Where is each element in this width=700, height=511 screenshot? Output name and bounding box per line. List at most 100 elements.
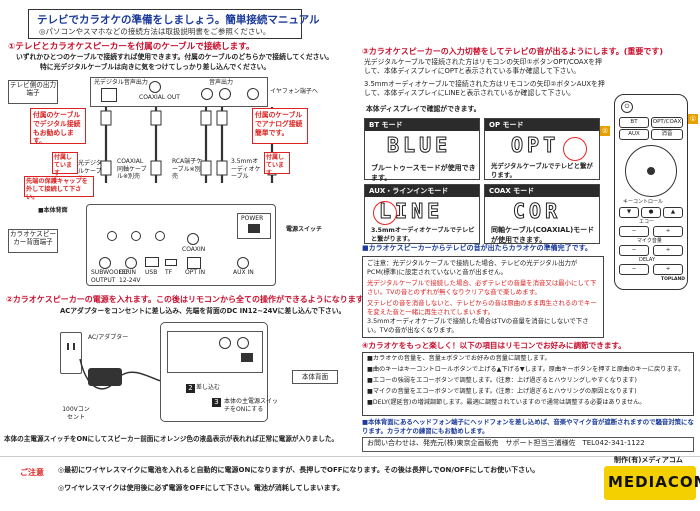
headphone-note: ■本体背面にあるヘッドフォン端子にヘッドフォンを差し込めば、音楽やマイク音が遮断… [362,418,694,435]
delay-label: DELAY [639,257,655,263]
outlet-slot-left [67,343,69,350]
tf-slot [165,259,177,266]
delay-down-button[interactable]: − [619,264,649,275]
section3-bullet1: 光デジタルケーブルで接続された方はリモコンの矢印①ボタンOPT/COAXを押して… [364,58,602,76]
knob-3 [155,231,165,241]
coax-mode-header: COAX モード [485,185,599,197]
opt-mode-caption: 光デジタルケーブルでテレビと繋がります。 [491,162,593,179]
main-power-switch[interactable] [241,353,253,362]
section1-desc2: 特に光デジタルケーブルは向きに気をつけてしっかり差し込んでください。 [40,63,271,71]
port-coaxin-label: COAXIN [182,246,206,253]
back-port-b [237,337,249,349]
page-title: テレビでカラオケの準備をしましょう。簡単接続マニュアル [37,14,320,26]
mic-up-button[interactable]: + [653,245,683,256]
maker-label: 制作(有)メディアコム [614,456,683,464]
mic-down-button[interactable]: − [619,245,649,256]
aux-mode-header: AUX・ラインインモード [365,185,479,197]
section3-heading: ③カラオケスピーカーの入力切替をしてテレビの音が出るようにします。(重要です) [362,47,664,56]
coax-in-port [187,233,199,245]
echo-label: エコー [639,219,655,225]
port-sub-label: SUBWOOFER OUTPUT [91,269,130,284]
tv-output-label: テレビ側の出力端子 [8,80,58,104]
logo-text: MEDIACOM [608,473,700,491]
page-subtitle: ◎パソコンやスマホなどの接続方法は取扱説明書をご参照ください。 [39,27,271,36]
mute-button[interactable]: 消音 [651,129,683,140]
earphone-label: イヤフォン端子へ [270,88,318,95]
ready-message: ■カラオケスピーカーからテレビの音が出たらカラオケの準備完了です。 [362,244,592,252]
back-label: 本体背面 [292,370,338,384]
note-analog: 付属のケーブルでアナログ接続簡単です。 [252,108,308,144]
contact-text: お問い合わせは、発売元(株)東京企画販売 サポート担当三浦様佐 TEL042-3… [367,439,645,447]
cable-coaxial-label: COAXIAL同軸ケーブル※別売 [117,158,147,180]
bt-mode-card: BT モード BLUE ブルートゥースモードが使用できます。 [364,118,480,182]
optical-port-label: 光デジタル音声出力 [94,79,148,86]
rca-right-port-icon [219,88,231,100]
playback-dial[interactable] [625,145,677,197]
tv-output-panel: 光デジタル音声出力 COAXIAL OUT 音声出力 [90,77,268,107]
mediacom-logo: MEDIACOM [604,466,700,500]
caution-label: ご注意 [20,468,44,477]
echo-up-button[interactable]: + [653,226,683,237]
key-reset-button[interactable]: ● [641,207,661,218]
speaker-back-label: カラオケスピーカー背面端子 [8,229,58,253]
tip-5: ■DELY(遅延音)の増減調節します。最適に調整されていますので通常は調整する必… [367,399,646,406]
tip-3: ■エコーの強弱をエコーボタンで調整します。(注意：上げ過ぎるとハウリングしやすく… [367,377,637,384]
aux-mode-card: AUX・ラインインモード LINE 3.5mmオーディオケーブルでテレビと繋がり… [364,184,480,244]
note-3: 又テレビの音を消音しないと、テレビからの音は原曲のまま再生されるのでキーを変えた… [367,299,597,316]
note-2: 光デジタルケーブルで接続した場合、必ずテレビの音量を消音又は最小にして下さい。T… [367,279,597,296]
earphone-port-icon [247,88,259,100]
notes-box: ご注意：光デジタルケーブルで接続した場合、テレビの光デジタル出力がPCM(標準)… [362,256,604,338]
port-aux-label: AUX IN [233,269,254,276]
outlet-label: 100Vコンセント [62,406,90,421]
key-control-label: キーコントロール [623,199,664,205]
key-down-button[interactable]: ▼ [619,207,639,218]
step3-number: 3 [212,398,221,407]
step2-number: 2 [186,384,195,393]
delay-up-button[interactable]: + [653,264,683,275]
aux-in-port [237,257,249,269]
back-view-label: ■本体背面 [38,207,68,214]
back-port-a [219,337,231,349]
usb-port [145,257,159,267]
tip-2: ■曲のキーはキーコントロールボタンで上げる▲下げる▼します。原曲キーボタンを押す… [367,366,685,373]
back-ports-panel [167,331,263,373]
cable-35mm-label: 3.5mmオーディオケーブル [231,158,261,180]
port-tf-label: TF [165,269,173,276]
contact-box: お問い合わせは、発売元(株)東京企画販売 サポート担当三浦様佐 TEL042-3… [362,437,694,452]
ac-adapter-label: AC/アダプター [88,334,129,341]
included-35mm-badge: 付属しています [264,152,290,177]
display-check-label: 本体ディスプレイで確認ができます。 [366,105,481,113]
section1-heading: ①テレビとカラオケスピーカーを付属のケーブルで接続します。 [8,42,255,52]
section3-bullet2: 3.5mmオーディオケーブルで接続された方はリモコンの矢印②ボタンAUXを押して… [364,80,605,98]
port-usb-label: USB [145,269,158,276]
coaxial-port-label: COAXIAL OUT [139,94,180,101]
bt-button[interactable]: BT [619,117,649,128]
opt-in-port [187,257,201,269]
tip-1: ■カラオケの音量を、音量±ボタンでお好みの音量に調整します。 [367,355,551,362]
knob-1 [107,231,117,241]
opt-coax-button[interactable]: OPT/COAX [651,117,683,128]
echo-down-button[interactable]: − [619,226,649,237]
wall-outlet [60,332,82,374]
rca-left-port-icon [201,88,213,100]
aux-mode-caption: 3.5mmオーディオケーブルでテレビと繋がります。 [371,227,475,243]
power-label: POWER [241,215,264,222]
aux-highlight-circle [373,201,397,225]
bt-mode-lcd: BLUE [386,133,452,158]
remote-control: ⏻ BT OPT/COAX AUX 消音 キーコントロール ▼ ● ▲ エコー … [614,94,688,290]
included-optical-badge: 付属しています [52,152,78,177]
note-optical: 付属のケーブルでデジタル接続もお勧めします。 [30,108,86,145]
coax-mode-caption: 同軸ケーブル(COAXIAL)モードが使用できます。 [491,226,595,244]
power-switch[interactable] [248,224,260,233]
port-opt-label: OPT IN [185,269,206,276]
power-button[interactable]: ⏻ [621,101,633,113]
section1-desc1: いずれかひとつのケーブルで接続すれば使用できます。付属のケーブルのどちらかで接続… [16,53,334,61]
callout-2-marker: ② [600,126,610,136]
tip-4: ■マイクの音量をエコーボタンで調整します。(注意：上げ過ぎるとハウリングの原因と… [367,388,637,395]
key-up-button[interactable]: ▲ [663,207,683,218]
subwoofer-port [99,257,111,269]
play-pause-icon[interactable] [647,167,655,175]
bt-mode-caption: ブルートゥースモードが使用できます。 [371,164,476,182]
optical-port-icon [101,88,117,102]
aux-button[interactable]: AUX [619,129,649,140]
